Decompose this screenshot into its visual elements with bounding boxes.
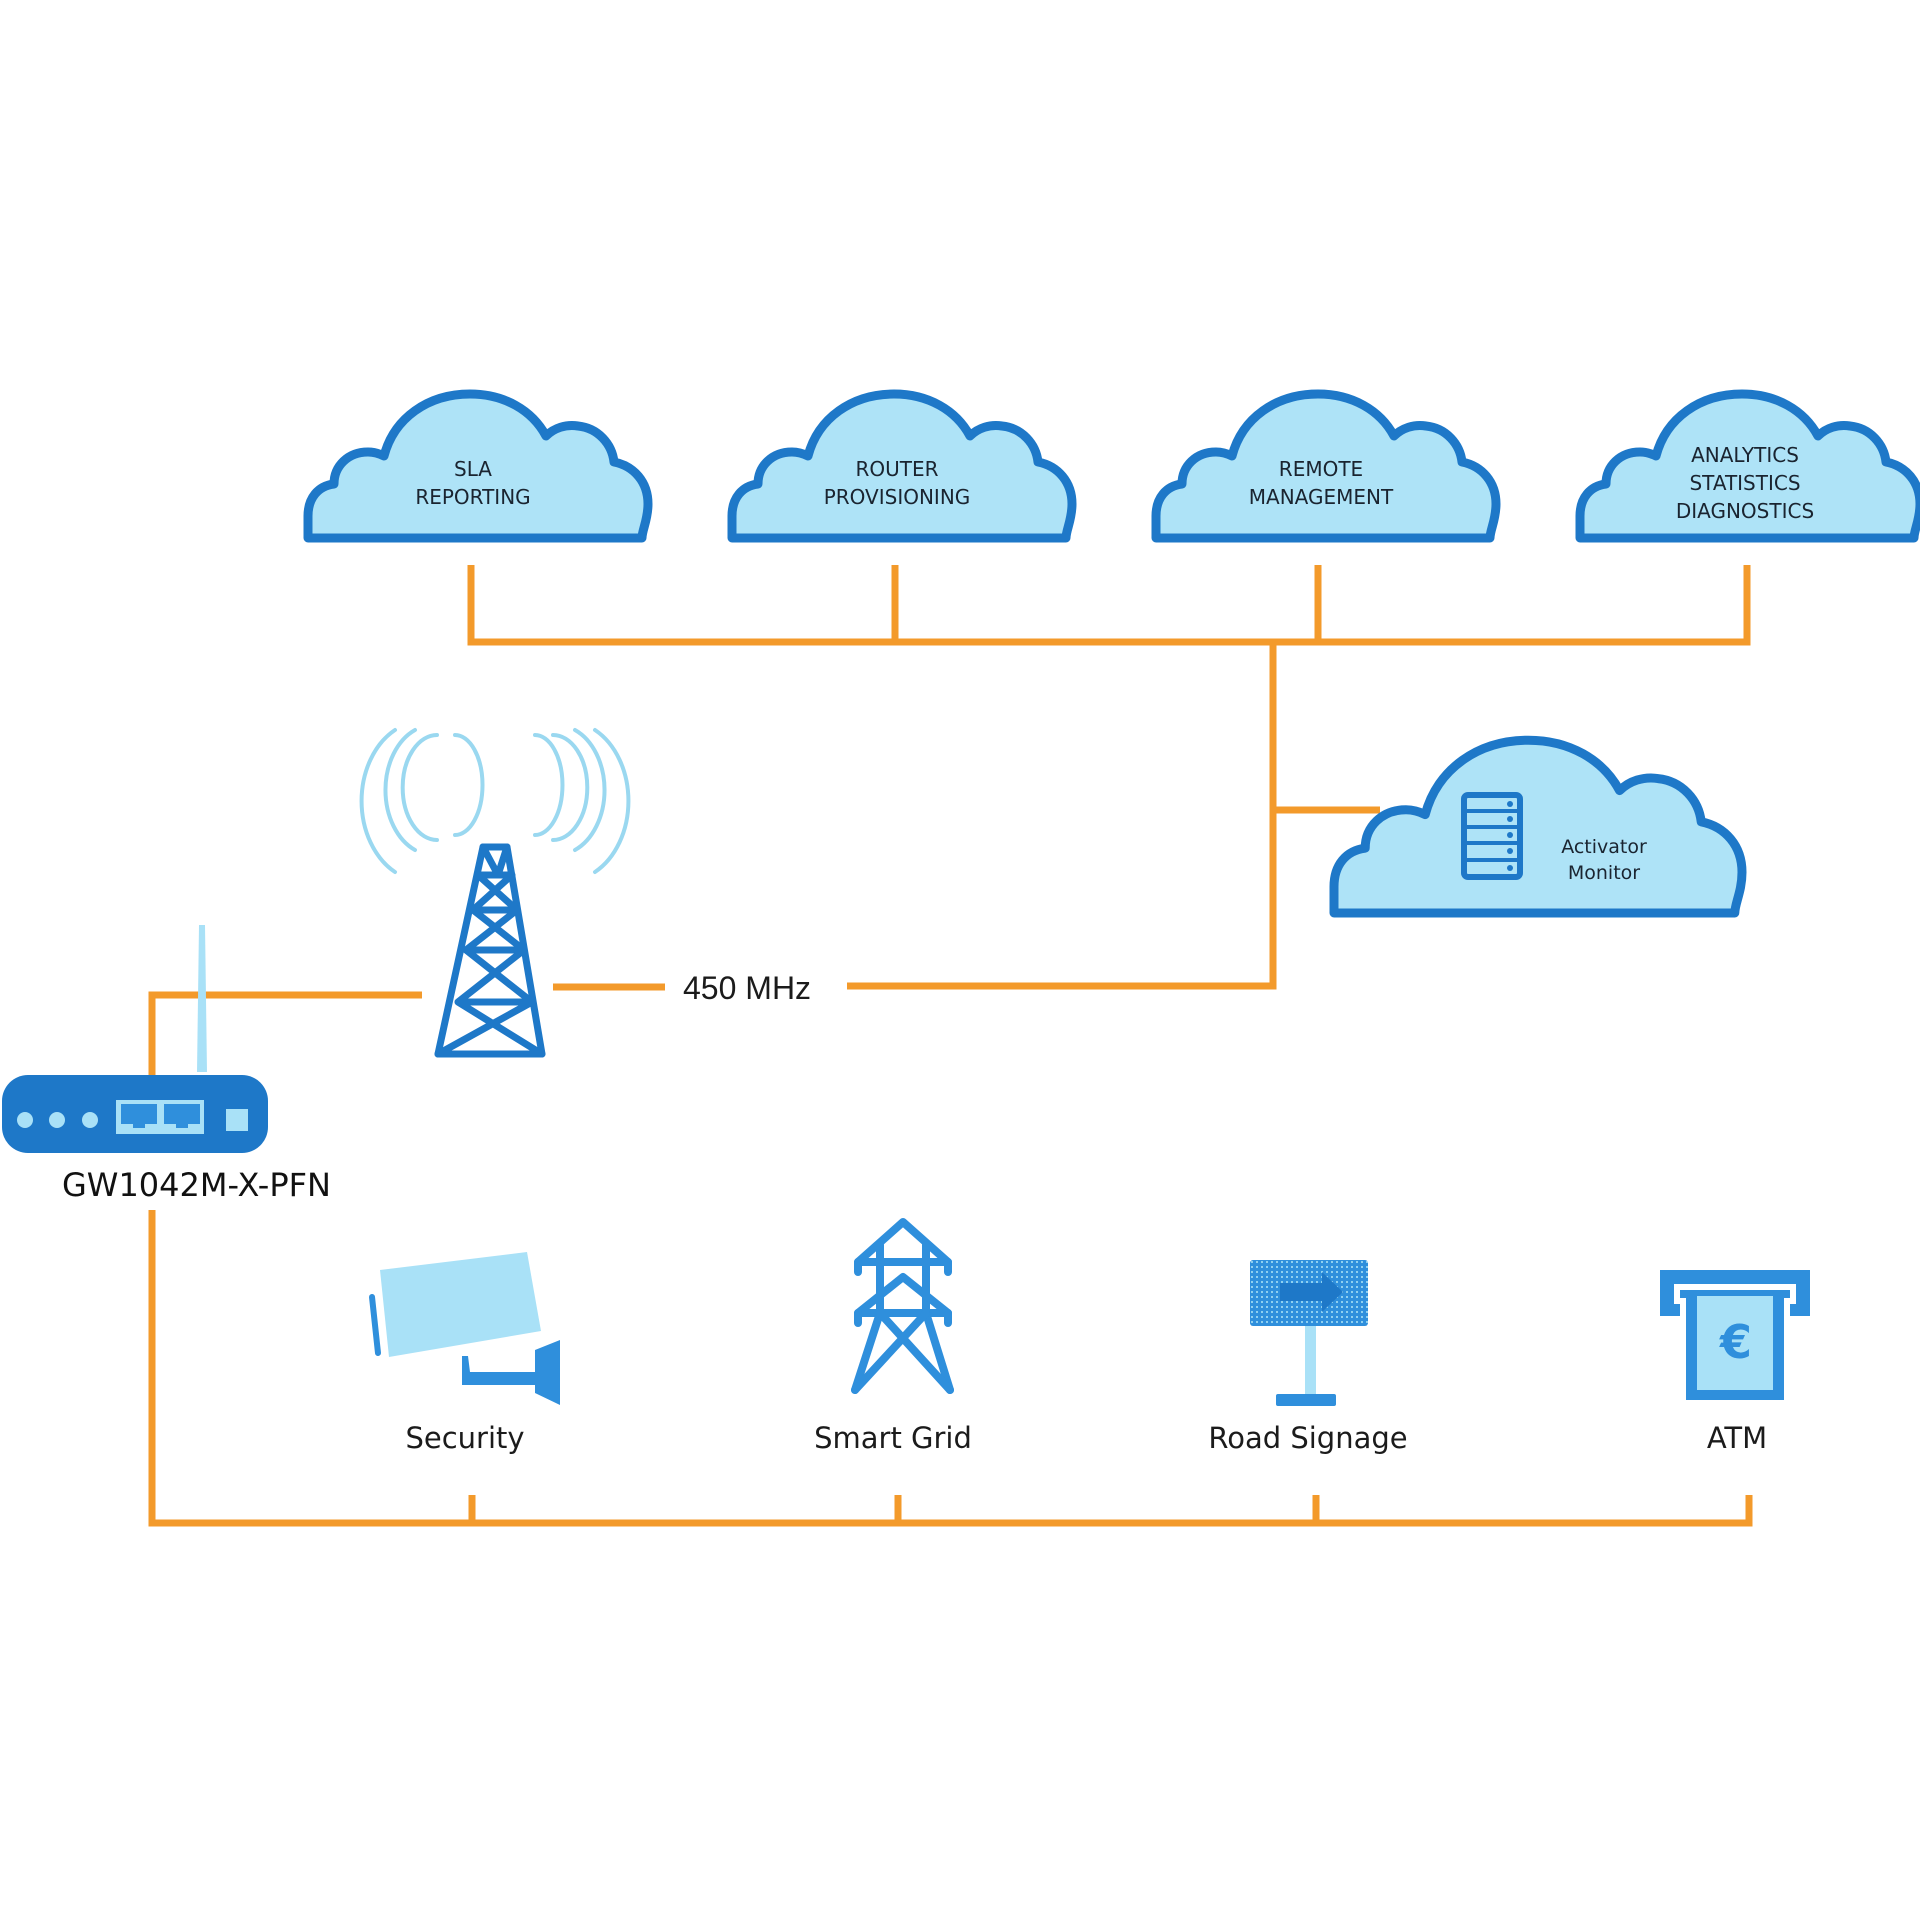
- cloud-label-line: ANALYTICS: [1691, 443, 1799, 467]
- cloud-label-line: DIAGNOSTICS: [1676, 499, 1814, 523]
- router-model-label: GW1042M-X-PFN: [62, 1166, 331, 1204]
- cloud-remote-management[interactable]: REMOTE MANAGEMENT: [1156, 394, 1496, 538]
- cloud-label-line: REPORTING: [415, 485, 530, 509]
- cloud-label-line: MANAGEMENT: [1249, 485, 1394, 509]
- wires: [148, 565, 1753, 1527]
- wire-cloud-bus: [467, 565, 1751, 646]
- cloud-router-provisioning[interactable]: ROUTER PROVISIONING: [732, 394, 1072, 538]
- wire-endpoint-bus: [148, 1210, 1753, 1527]
- activator-label-line: Activator: [1561, 836, 1647, 858]
- endpoint-label-atm: ATM: [1707, 1421, 1767, 1455]
- antenna-icon: [197, 925, 207, 1072]
- endpoint-label-security: Security: [405, 1421, 524, 1455]
- cloud-label-line: SLA: [454, 457, 492, 481]
- cloud-label-line: STATISTICS: [1689, 471, 1800, 495]
- cloud-label-line: PROVISIONING: [824, 485, 971, 509]
- cloud-sla-reporting[interactable]: SLA REPORTING: [308, 394, 648, 538]
- road-sign-icon: [1250, 1260, 1368, 1406]
- cloud-activator-monitor[interactable]: [1334, 740, 1742, 913]
- wire-router-tower: [148, 991, 422, 1075]
- frequency-label: 450 MHz: [683, 970, 811, 1006]
- endpoint-label-road-signage: Road Signage: [1208, 1421, 1407, 1455]
- wire-trunk: [847, 642, 1277, 990]
- cloud-analytics-statistics-diagnostics[interactable]: ANALYTICS STATISTICS DIAGNOSTICS: [1580, 394, 1920, 538]
- server-icon: [1461, 792, 1523, 880]
- endpoint-label-smart-grid: Smart Grid: [814, 1421, 972, 1455]
- power-pylon-icon: [851, 1218, 954, 1394]
- atm-icon: €: [1660, 1270, 1810, 1400]
- currency-symbol: €: [1719, 1315, 1752, 1369]
- activator-label-line: Monitor: [1568, 862, 1640, 884]
- cloud-label-line: REMOTE: [1279, 457, 1363, 481]
- cell-tower-icon: [359, 728, 631, 1058]
- cloud-label-line: ROUTER: [855, 457, 938, 481]
- security-camera-icon: [369, 1252, 560, 1405]
- router-icon[interactable]: [2, 925, 268, 1153]
